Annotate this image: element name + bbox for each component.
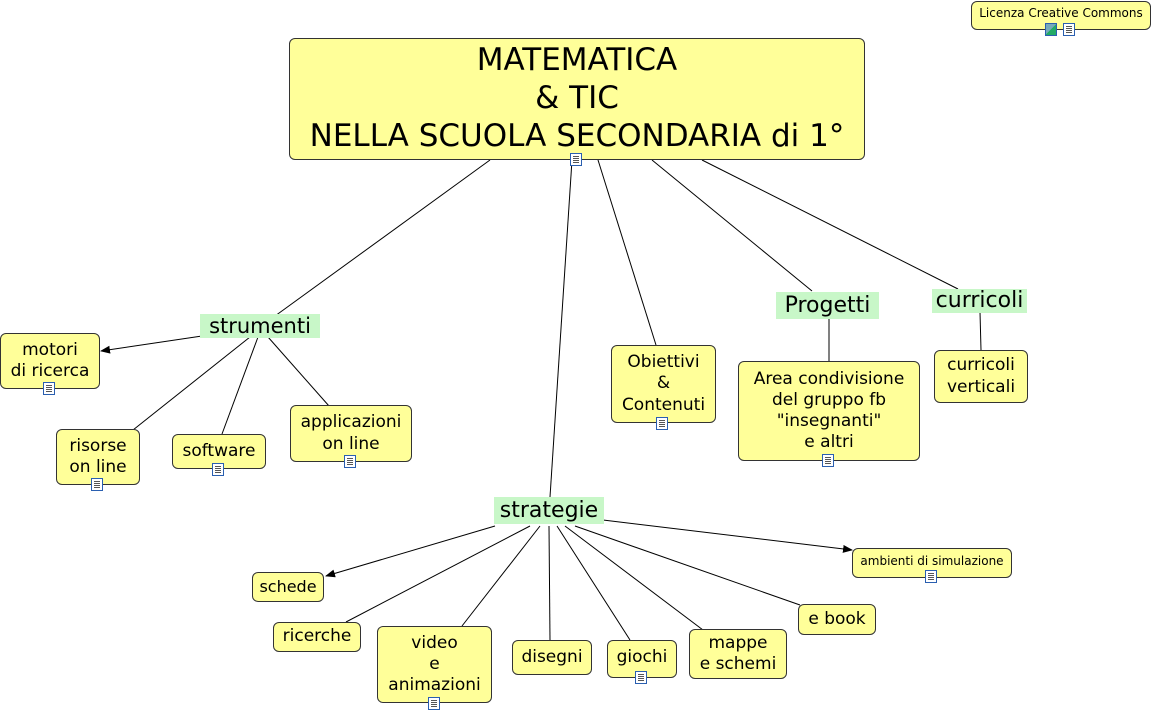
link-strategie-schede	[325, 525, 496, 578]
link-strumenti-software	[221, 336, 259, 435]
link-root-strumenti	[274, 159, 491, 317]
document-icon[interactable]	[212, 463, 224, 476]
label-progetti[interactable]: Progetti	[776, 292, 879, 319]
document-icon[interactable]	[635, 671, 647, 684]
link-strategie-disegni	[548, 525, 551, 641]
node-curricoli-verticali[interactable]: curricoli verticali	[934, 350, 1028, 403]
link-strumenti-motori	[100, 335, 203, 354]
link-strategie-ambienti	[602, 519, 853, 553]
link-strategie-giochi	[556, 525, 631, 641]
license-node[interactable]: Licenza Creative Commons	[971, 1, 1151, 30]
node-risorse[interactable]: risorse on line	[56, 429, 140, 485]
link-strumenti-applicazioni	[267, 336, 330, 407]
license-text: Licenza Creative Commons	[979, 6, 1143, 20]
link-root-progetti	[651, 159, 813, 292]
node-mappe[interactable]: mappe e schemi	[689, 629, 787, 679]
node-applicazioni[interactable]: applicazioni on line	[290, 405, 412, 462]
link-strategie-video	[461, 525, 541, 627]
link-strategie-ebook	[574, 525, 801, 606]
label-curricoli[interactable]: curricoli	[932, 289, 1027, 313]
document-icon[interactable]	[344, 455, 356, 468]
node-area-condivisione[interactable]: Area condivisione del gruppo fb "insegna…	[738, 361, 920, 461]
link-root-obiettivi	[597, 159, 657, 346]
node-schede[interactable]: schede	[252, 572, 324, 602]
document-icon[interactable]	[428, 697, 440, 710]
link-strumenti-risorse	[132, 336, 251, 431]
document-icon[interactable]	[1063, 23, 1075, 36]
link-strategie-mappe	[564, 525, 704, 631]
document-icon[interactable]	[925, 570, 937, 583]
label-strategie[interactable]: strategie	[494, 497, 604, 524]
link-root-curricoli	[701, 159, 959, 290]
node-disegni[interactable]: disegni	[512, 640, 592, 675]
node-ebook[interactable]: e book	[798, 604, 876, 635]
main-title-node[interactable]: MATEMATICA & TIC NELLA SCUOLA SECONDARIA…	[289, 38, 865, 160]
link-strategie-ricerche	[345, 525, 531, 623]
image-icon[interactable]	[1045, 23, 1057, 36]
label-strumenti[interactable]: strumenti	[200, 314, 320, 338]
document-icon[interactable]	[91, 478, 103, 491]
node-video[interactable]: video e animazioni	[377, 626, 492, 703]
node-obiettivi[interactable]: Obiettivi & Contenuti	[611, 345, 716, 423]
document-icon[interactable]	[570, 153, 582, 166]
link-root-strategie	[549, 159, 573, 498]
link-curricoli-verticali	[979, 311, 982, 351]
page-title: MATEMATICA & TIC NELLA SCUOLA SECONDARIA…	[309, 42, 845, 154]
document-icon[interactable]	[822, 454, 834, 467]
node-ricerche[interactable]: ricerche	[273, 622, 361, 652]
node-motori[interactable]: motori di ricerca	[0, 333, 100, 389]
document-icon[interactable]	[43, 382, 55, 395]
document-icon[interactable]	[656, 417, 668, 430]
